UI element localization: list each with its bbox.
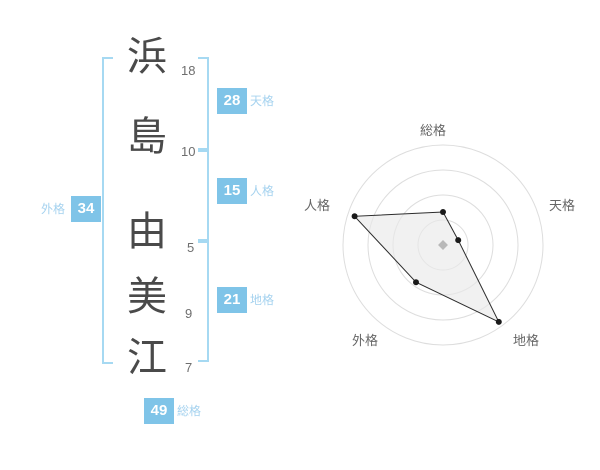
- name-char-1: 浜: [127, 35, 167, 79]
- name-char-4: 美: [127, 275, 167, 319]
- radar-axis-gaikaku: 外格: [352, 333, 379, 348]
- gaikaku-label: 外格: [41, 202, 66, 216]
- gaikaku-bracket: [102, 57, 113, 364]
- chikaku-label: 地格: [250, 293, 275, 307]
- radar-chart-svg: [342, 144, 544, 346]
- radar-axis-chikaku: 地格: [513, 333, 540, 348]
- stroke-count-4: 9: [185, 306, 193, 321]
- chikaku-value-box: 21: [217, 287, 247, 313]
- stroke-count-1: 18: [181, 63, 196, 78]
- tenkaku-value-box: 28: [217, 88, 247, 114]
- jinkaku-label: 人格: [250, 184, 275, 198]
- name-char-5: 江: [127, 336, 167, 380]
- gaikaku-value-box: 34: [71, 196, 101, 222]
- tenkaku-label: 天格: [250, 94, 275, 108]
- tenkaku-bracket: [198, 57, 209, 150]
- radar-axis-jinkaku: 人格: [304, 198, 331, 213]
- chikaku-bracket: [198, 241, 209, 362]
- soukaku-value-box: 49: [144, 398, 174, 424]
- name-char-2: 島: [127, 115, 167, 159]
- stroke-count-2: 10: [181, 144, 196, 159]
- soukaku-label: 総格: [177, 404, 202, 418]
- jinkaku-bracket: [198, 150, 209, 241]
- stroke-count-5: 7: [185, 360, 193, 375]
- radar-axis-soukaku: 総格: [420, 123, 447, 138]
- stroke-count-3: 5: [187, 240, 195, 255]
- radar-axis-tenkaku: 天格: [549, 198, 576, 213]
- name-char-3: 由: [127, 210, 167, 254]
- jinkaku-value-box: 15: [217, 178, 247, 204]
